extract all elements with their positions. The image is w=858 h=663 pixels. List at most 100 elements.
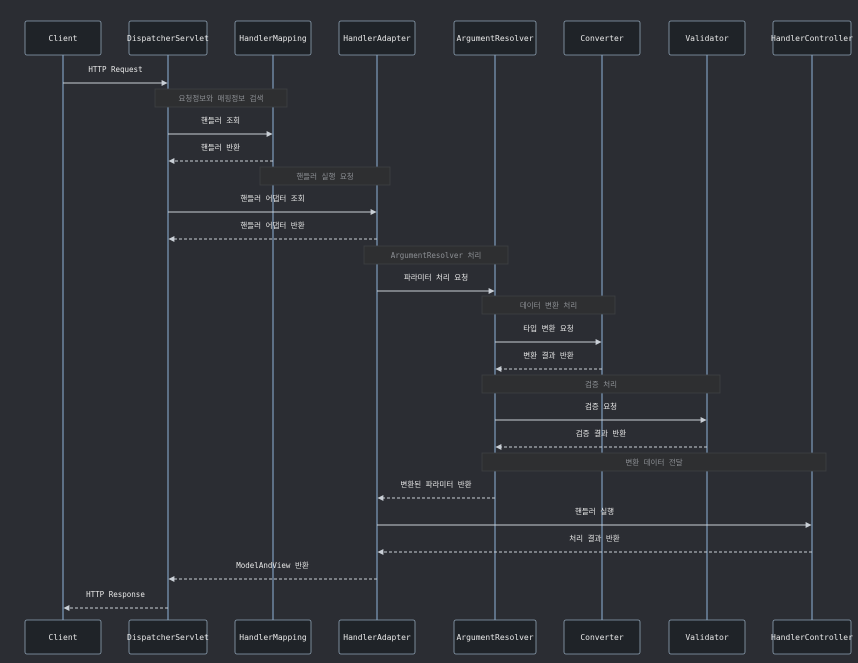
note-label: 검증 처리: [585, 379, 617, 389]
note: 검증 처리: [481, 374, 721, 394]
message-label: HTTP Request: [88, 65, 142, 74]
message: 핸들러 반환: [168, 142, 273, 164]
participant-label: DispatcherServlet: [127, 34, 209, 43]
participant-label: Client: [49, 34, 78, 43]
participant-resolver-top: ArgumentResolver: [453, 20, 537, 56]
participant-box: [338, 20, 416, 56]
participant-box: [128, 20, 208, 56]
message: 타입 변환 요청: [495, 323, 602, 345]
message-label: 변환 결과 반환: [523, 350, 574, 360]
message: ModelAndView 반환: [168, 560, 377, 582]
participant-adapter-top: HandlerAdapter: [338, 20, 416, 56]
note-label: ArgumentResolver 처리: [391, 251, 482, 260]
participant-box: [772, 619, 852, 655]
message: 핸들러 실행: [377, 506, 812, 528]
participant-label: HandlerController: [771, 34, 853, 43]
note: 데이터 변환 처리: [481, 295, 616, 315]
participant-label: ArgumentResolver: [456, 633, 533, 642]
participant-label: HandlerMapping: [239, 633, 307, 642]
participant-adapter-bottom: HandlerAdapter: [338, 619, 416, 655]
participant-box: [234, 20, 312, 56]
message: 파라미터 처리 요청: [377, 273, 495, 294]
note-label: 요청정보와 매핑정보 검색: [179, 93, 264, 103]
message-label: 파라미터 처리 요청: [404, 273, 468, 282]
participant-box: [453, 619, 537, 655]
note: 요청정보와 매핑정보 검색: [154, 88, 288, 108]
participant-box: [563, 619, 641, 655]
note: 변환 데이터 전달: [481, 452, 827, 472]
participant-resolver-bottom: ArgumentResolver: [453, 619, 537, 655]
message: 변환 결과 반환: [495, 350, 602, 372]
participant-label: DispatcherServlet: [127, 633, 209, 642]
message-label: 핸들러 어댑터 조회: [240, 193, 304, 203]
participant-converter-bottom: Converter: [563, 619, 641, 655]
note-box: [481, 295, 616, 315]
message: 핸들러 조회: [168, 115, 273, 137]
participant-box: [772, 20, 852, 56]
participant-box: [128, 619, 208, 655]
participant-dispatcher-top: DispatcherServlet: [127, 20, 209, 56]
message: 핸들러 어댑터 반환: [168, 220, 377, 242]
participant-label: HandlerMapping: [239, 34, 307, 43]
participant-box: [24, 20, 102, 56]
message: 핸들러 어댑터 조회: [168, 193, 377, 215]
message-label: 핸들러 어댑터 반환: [240, 220, 304, 230]
participant-label: Converter: [580, 34, 624, 43]
participant-label: Client: [49, 633, 78, 642]
note: ArgumentResolver 처리: [363, 245, 509, 265]
participant-mapping-top: HandlerMapping: [234, 20, 312, 56]
participant-box: [338, 619, 416, 655]
participant-label: Converter: [580, 633, 624, 642]
participants-bottom: Client DispatcherServlet HandlerMapping Han…: [24, 619, 853, 655]
message-label: 핸들러 실행: [575, 506, 614, 516]
message-label: 변환된 파라미터 반환: [400, 479, 471, 489]
note-box: [481, 374, 721, 394]
message-label: 핸들러 반환: [201, 142, 240, 152]
note-label: 핸들러 실행 요청: [296, 171, 353, 181]
participant-box: [234, 619, 312, 655]
note-box: [363, 245, 509, 265]
message-label: 타입 변환 요청: [523, 323, 573, 333]
message: 검증 요청: [495, 401, 707, 423]
message: 검증 결과 반환: [495, 428, 707, 450]
participant-box: [24, 619, 102, 655]
message: HTTP Response: [63, 590, 168, 611]
message: 변환된 파라미터 반환: [377, 479, 495, 501]
message: HTTP Request: [63, 65, 168, 86]
message: 처리 결과 반환: [377, 533, 812, 555]
participant-label: HandlerAdapter: [343, 633, 411, 642]
participant-box: [668, 619, 746, 655]
note-box: [154, 88, 288, 108]
participant-mapping-bottom: HandlerMapping: [234, 619, 312, 655]
participant-label: HandlerController: [771, 633, 853, 642]
message-label: 검증 요청: [585, 401, 617, 411]
message-label: 검증 결과 반환: [576, 428, 627, 438]
participant-client-bottom: Client: [24, 619, 102, 655]
message-label: 처리 결과 반환: [569, 533, 620, 543]
participant-controller-bottom: HandlerController: [771, 619, 853, 655]
participants-top: Client DispatcherServlet HandlerMapping Han…: [24, 20, 853, 56]
note: 핸들러 실행 요청: [259, 166, 391, 186]
participant-box: [563, 20, 641, 56]
note-label: 변환 데이터 전달: [625, 457, 682, 467]
lifelines: [62, 55, 813, 620]
message-label: ModelAndView 반환: [236, 560, 309, 570]
participant-label: Validator: [685, 34, 729, 43]
note-label: 데이터 변환 처리: [520, 300, 577, 310]
participant-converter-top: Converter: [563, 20, 641, 56]
note-box: [259, 166, 391, 186]
message-label: HTTP Response: [86, 590, 145, 599]
participant-box: [668, 20, 746, 56]
participant-box: [453, 20, 537, 56]
message-label: 핸들러 조회: [201, 115, 240, 125]
participant-label: Validator: [685, 633, 729, 642]
note-box: [481, 452, 827, 472]
participant-validator-top: Validator: [668, 20, 746, 56]
participant-client-top: Client: [24, 20, 102, 56]
participant-validator-bottom: Validator: [668, 619, 746, 655]
participant-label: ArgumentResolver: [456, 34, 533, 43]
